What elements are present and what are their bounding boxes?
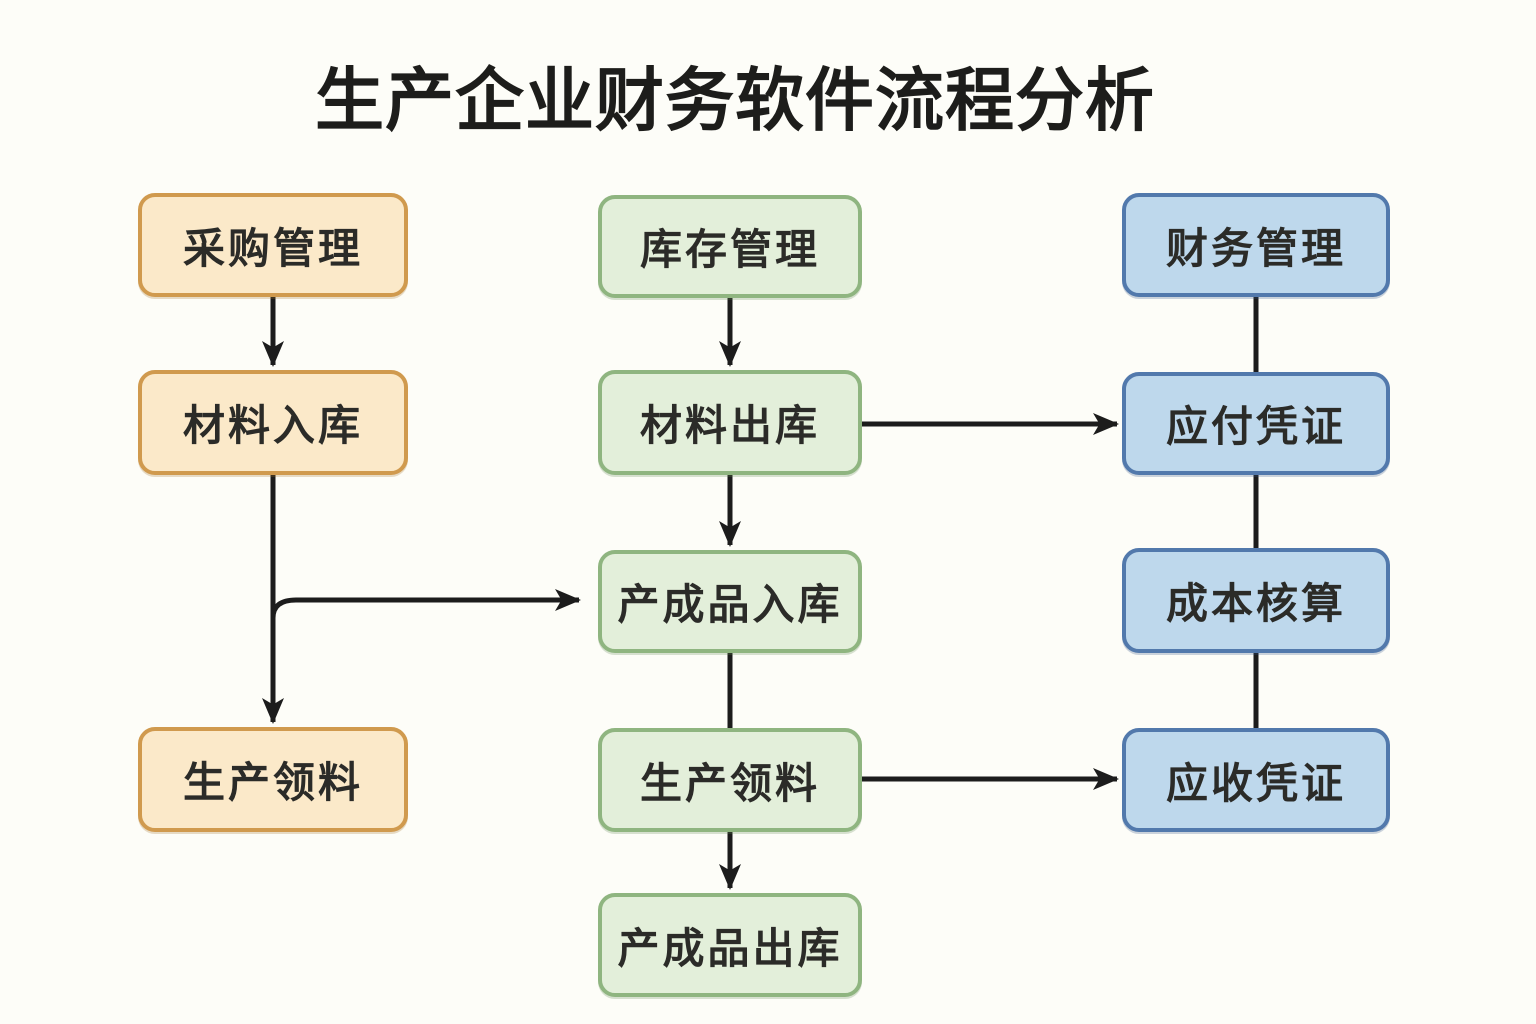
node-material-warehouse-out: 材料出库 [598,370,862,475]
node-production-picking-mid: 生产领料 [598,728,862,832]
node-inventory-management: 库存管理 [598,195,862,298]
node-cost-accounting: 成本核算 [1122,548,1390,653]
node-label: 应付凭证 [1165,403,1346,450]
node-label: 材料入库 [182,402,363,449]
node-label: 应收凭证 [1165,759,1346,807]
node-finance-management: 财务管理 [1122,193,1390,297]
node-receivable-voucher: 应收凭证 [1122,728,1390,832]
node-payable-voucher: 应付凭证 [1122,372,1390,475]
node-production-picking-left: 生产领料 [138,727,408,832]
node-finished-goods-out: 产成品出库 [598,893,862,997]
node-label: 财务管理 [1165,224,1346,272]
page-title: 生产企业财务软件流程分析 [315,62,1155,139]
node-label: 生产领料 [639,759,820,807]
node-label: 成本核算 [1165,580,1346,627]
node-material-warehouse-in: 材料入库 [138,370,408,475]
node-label: 产成品入库 [617,581,843,628]
node-label: 库存管理 [639,226,820,273]
node-label: 产成品出库 [617,924,843,972]
node-purchase-management: 采购管理 [138,193,408,297]
node-label: 材料出库 [639,402,820,449]
node-label: 采购管理 [182,224,363,272]
node-label: 生产领料 [182,759,363,806]
node-finished-goods-in: 产成品入库 [598,550,862,653]
edge-material-in-to-finished-in [270,589,581,619]
